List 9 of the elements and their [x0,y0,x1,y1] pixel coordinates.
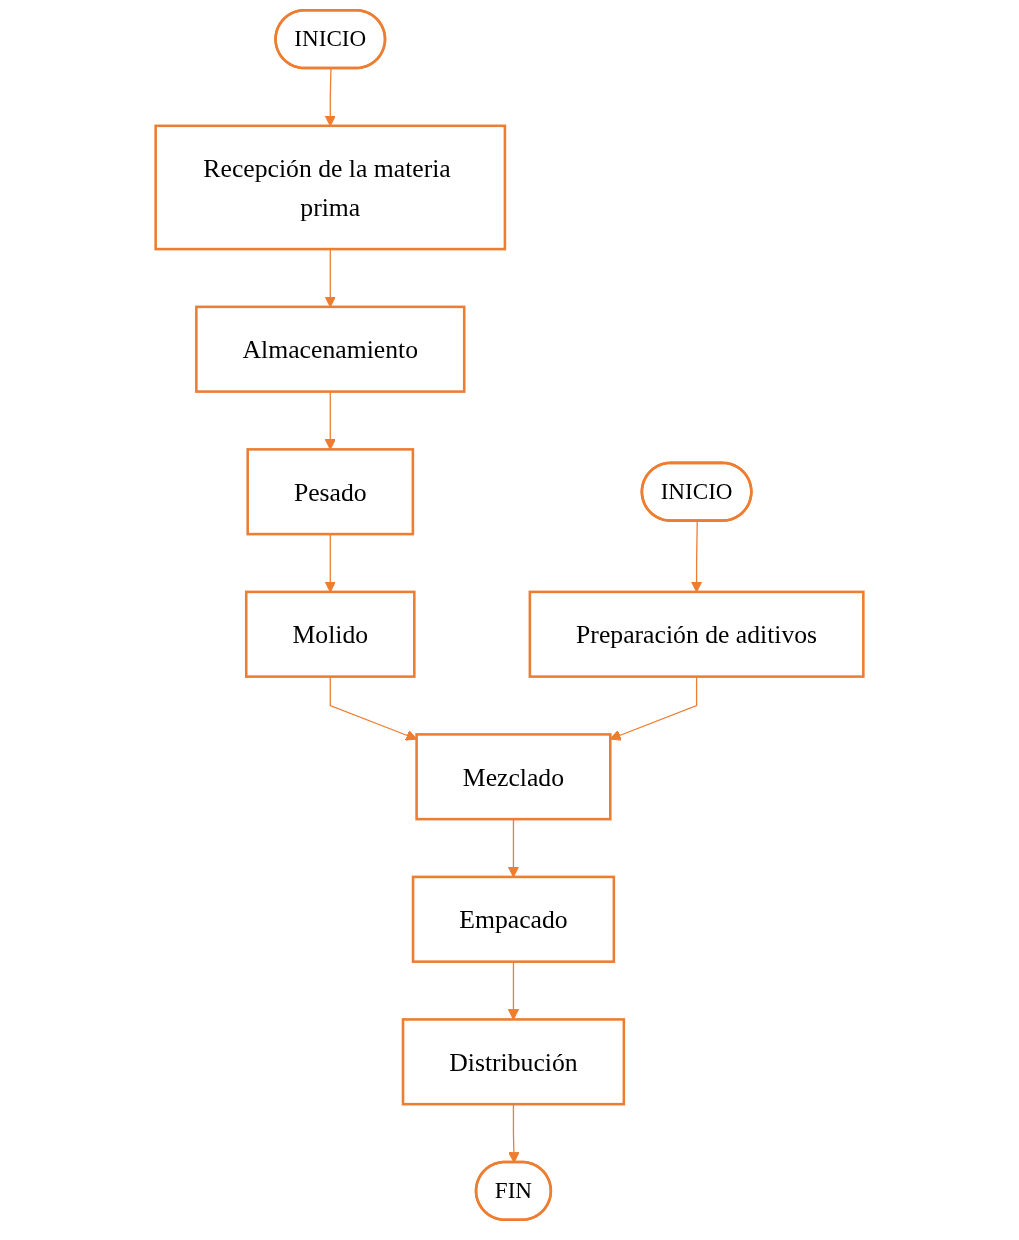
node-box: Almacenamiento [195,305,466,393]
node-box: Molido [244,590,416,678]
node-box: Distribución [401,1018,626,1106]
node-box: Preparación de aditivos [528,590,865,678]
node-box: Recepción de la materia prima [154,124,507,251]
arrow [507,961,520,1020]
node-box: Mezclado [415,733,612,821]
node-box: Pesado [246,448,415,536]
node-box: Empacado [411,875,616,963]
